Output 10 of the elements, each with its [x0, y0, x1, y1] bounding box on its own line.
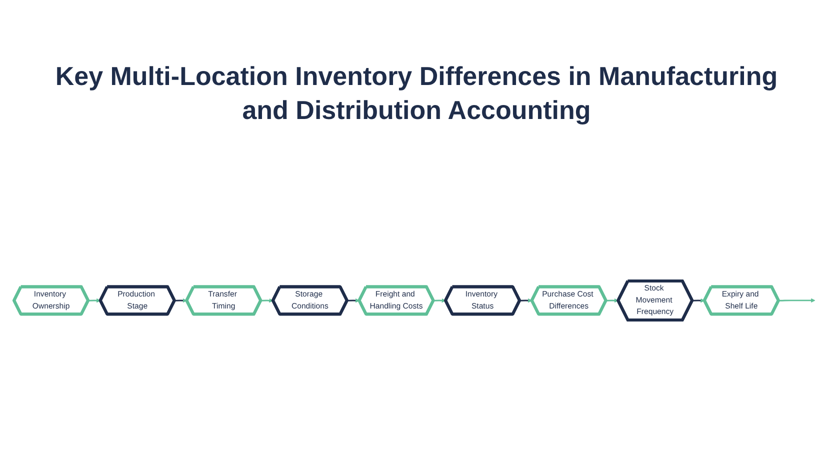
arrow	[778, 298, 816, 302]
arrow	[260, 298, 274, 302]
title: Key Multi-Location Inventory Differences in Manufacturing and Distribution Accounting	[54, 60, 779, 127]
arrow	[88, 298, 101, 302]
arrow	[347, 298, 360, 302]
arrow	[174, 298, 188, 302]
arrow	[606, 298, 618, 302]
arrow	[433, 298, 446, 302]
arrow	[692, 298, 705, 302]
arrow	[520, 298, 532, 302]
